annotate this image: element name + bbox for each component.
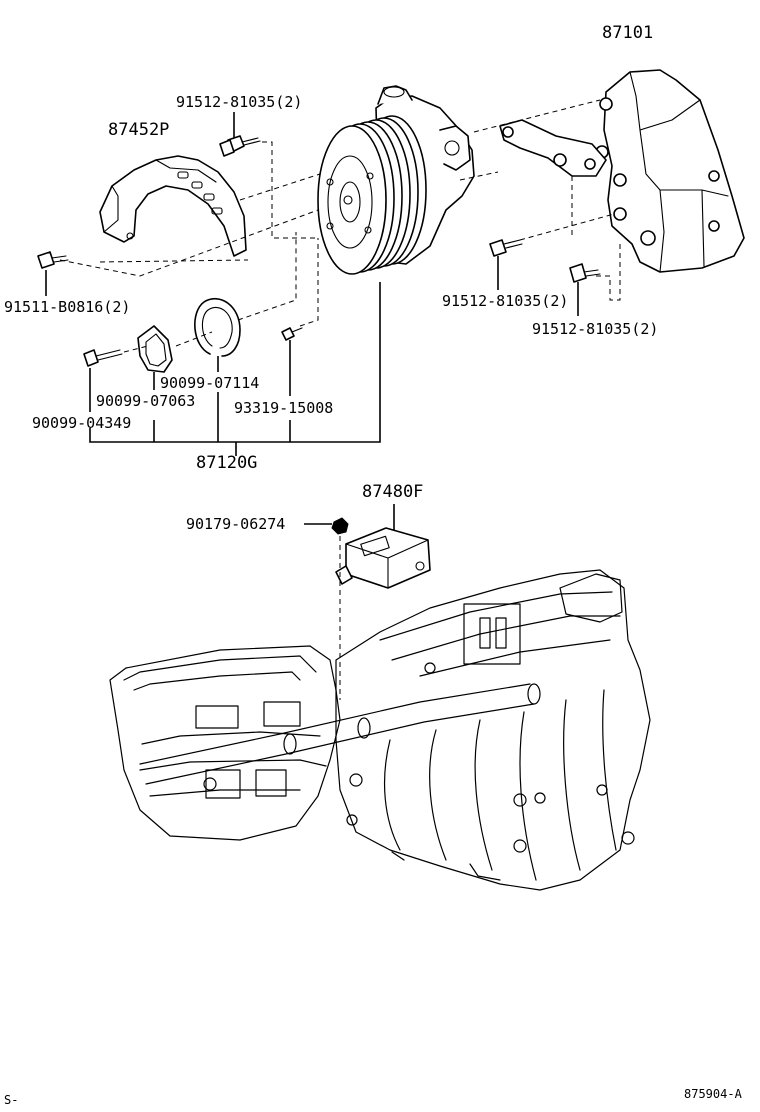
mounting-bracket [499, 69, 745, 273]
assembly-guide-lines-top [59, 99, 621, 353]
label-control-unit: 87480F [362, 482, 423, 502]
label-bracket: 87101 [602, 23, 653, 43]
footer-left: S- [4, 1093, 18, 1107]
bolt-right-mid-icon [489, 239, 523, 290]
label-bolt-right-low: 91512-81035(2) [532, 320, 658, 338]
snap-ring-icon [194, 297, 241, 372]
label-bolt-right-mid: 91512-81035(2) [442, 292, 568, 310]
label-pump-assembly: 87120G [196, 453, 257, 473]
label-bolt-left: 91511-B0816(2) [4, 298, 130, 316]
label-nut-control: 90179-06274 [186, 515, 285, 533]
footer-right: 875904-A [684, 1087, 743, 1101]
label-bolt-small-left: 90099-04349 [32, 414, 131, 432]
control-unit [335, 504, 431, 589]
label-gasket: 90099-07063 [96, 392, 195, 410]
label-snap-ring: 90099-07114 [160, 374, 259, 392]
screw-small-icon [281, 327, 303, 396]
belt-guard [99, 155, 247, 257]
pump-assembly-group-lead [89, 282, 381, 443]
bolt-left-icon [37, 251, 69, 296]
bolt-top-center-icon [219, 112, 261, 157]
bolt-right-low-icon [569, 263, 601, 316]
label-bolt-top-center: 91512-81035(2) [176, 93, 302, 111]
bolt-small-left-icon [83, 349, 123, 412]
pump-assembly [317, 85, 475, 275]
intake-manifold [109, 569, 651, 891]
nut-control-icon [304, 517, 349, 535]
label-screw-small: 93319-15008 [234, 399, 333, 417]
gasket-icon [137, 325, 173, 390]
label-belt-guard: 87452P [108, 120, 169, 140]
